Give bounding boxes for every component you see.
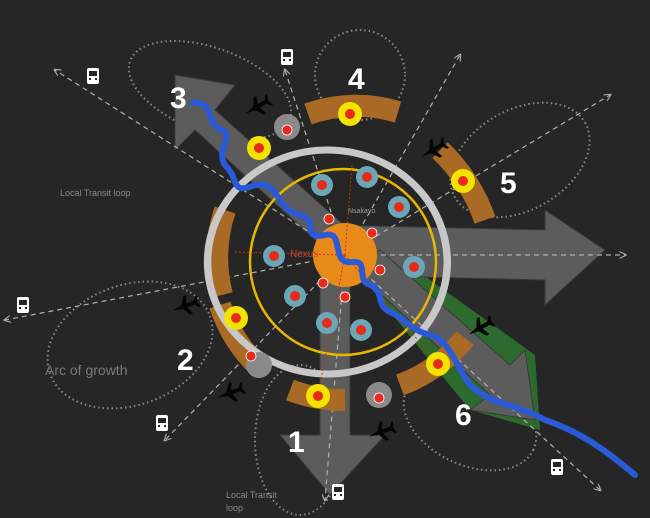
label-local-transit-loop-bottom-2: loop [226,503,243,513]
sector-number-4: 4 [348,63,365,96]
train-icon [332,484,344,500]
teal-node [356,166,378,188]
rail-stations [17,49,563,500]
teal-node [403,256,425,278]
label-local-transit-loop-bottom-1: Local Transit [226,490,278,500]
lobe-left [46,280,214,410]
center-label: Nexus [290,249,318,260]
band-left [206,206,236,298]
sector-number-1: 1 [288,426,305,459]
yellow-node [247,136,271,160]
airplane-icon [368,420,398,441]
teal-node [350,319,372,341]
teal-node [311,174,333,196]
lobe-top [314,29,406,121]
train-icon [17,297,29,313]
outer-transit-ring [203,146,452,378]
airplane-icon [245,94,273,115]
district-nodes [263,166,425,341]
lobe-right [449,101,591,219]
growth-arrows [174,74,606,496]
yellow-node [306,384,330,408]
train-icon [281,49,293,65]
lobe-bottom-right [402,368,538,472]
sector-number-2: 2 [177,344,194,377]
airplane-icon [421,137,449,158]
airplane-icon [468,315,496,336]
train-icon [156,415,168,431]
gateway-nodes [224,102,475,408]
yellow-node [426,352,450,376]
sector-numbers: 3 4 5 2 6 1 [170,63,517,459]
sector-number-5: 5 [500,167,517,200]
river [190,99,638,478]
label-arc-of-growth: Arc of growth [45,362,127,378]
yellow-node [224,306,248,330]
train-icon [87,68,99,84]
label-local-transit-loop-left: Local Transit loop [60,188,131,198]
train-icon [551,459,563,475]
teal-node [388,196,410,218]
airplane-icon [217,381,247,402]
core-links [234,164,436,396]
yellow-node [451,169,475,193]
sector-number-3: 3 [170,82,187,115]
airplane-icon [172,294,202,315]
center-sub-label: Nsakayo [348,208,375,215]
airports [172,94,496,441]
teal-node [284,285,306,307]
yellow-node [338,102,362,126]
sector-number-6: 6 [455,399,472,432]
teal-node [316,312,338,334]
teal-node [263,245,285,267]
inner-ring [248,167,438,357]
small-red-nodes [245,124,386,404]
